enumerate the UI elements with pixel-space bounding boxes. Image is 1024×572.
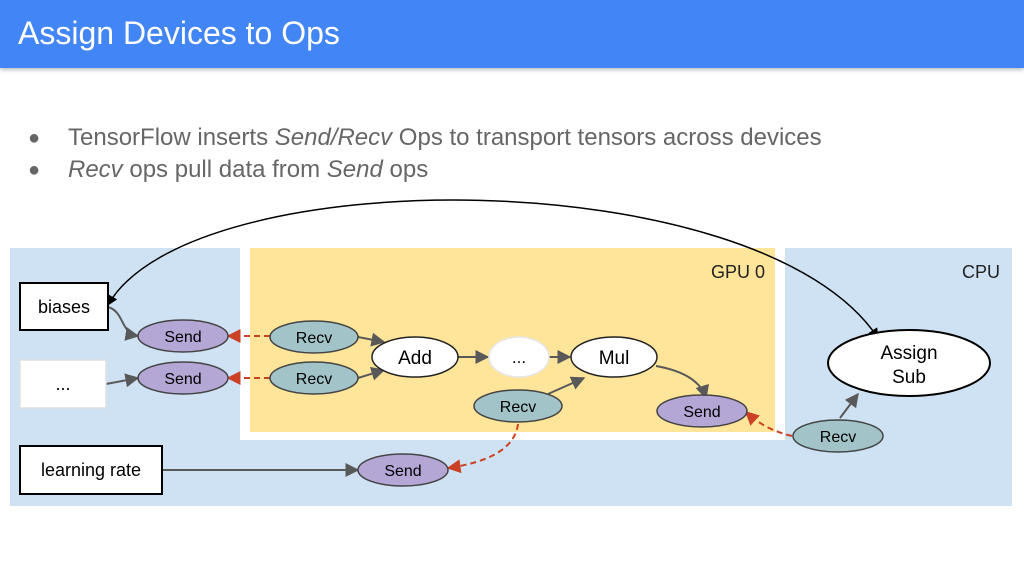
recv-op-result-label: Recv xyxy=(820,429,856,446)
assign-sub-op-label-line1: Assign xyxy=(880,343,937,364)
recv-op-biases-label: Recv xyxy=(296,330,332,347)
variable-biases xyxy=(19,282,109,331)
gpu-label: GPU 0 xyxy=(711,262,765,282)
edge-ellipsis-to-send xyxy=(105,373,140,388)
bullet-dot-icon: ● xyxy=(28,127,41,149)
send-op-learning-rate xyxy=(357,453,449,487)
mul-op-label: Mul xyxy=(599,348,630,369)
recv-op-ellipsis xyxy=(269,361,359,395)
send-op-ellipsis xyxy=(137,361,229,395)
ellipsis-op xyxy=(488,336,550,378)
bullet-text-part: Ops to transport tensors across devices xyxy=(392,124,822,151)
bullet-text-part: Send xyxy=(326,156,383,183)
variable-ellipsis xyxy=(19,359,107,409)
variable-learning-rate xyxy=(19,445,163,495)
send-op-ellipsis-label: Send xyxy=(164,371,201,388)
bullet-text-part: Recv xyxy=(68,156,123,183)
recv-op-learning-rate xyxy=(473,389,563,423)
bullet-text-part: ops pull data from xyxy=(122,156,327,183)
bullet-text-part: TensorFlow inserts xyxy=(68,124,275,151)
add-op xyxy=(371,336,459,378)
add-op-label: Add xyxy=(398,348,432,369)
variable-ellipsis-label: ... xyxy=(55,374,70,394)
assign-sub-op xyxy=(827,329,991,397)
bullet-dot-icon: ● xyxy=(28,159,41,181)
recv-op-biases xyxy=(269,320,359,354)
edge-recv-to-assign-sub xyxy=(839,392,859,419)
edge-assign-sub-update-loop xyxy=(107,199,879,339)
send-op-result-label: Send xyxy=(683,404,720,421)
ellipsis-op-label: ... xyxy=(512,348,526,367)
variable-learning-rate-label: learning rate xyxy=(41,460,141,480)
send-op-biases-label: Send xyxy=(164,329,201,346)
bullet-item: ● Recv ops pull data from Send ops xyxy=(28,154,822,186)
bullet-item: ● TensorFlow inserts Send/Recv Ops to tr… xyxy=(28,122,822,154)
send-op-result xyxy=(656,394,748,428)
edge-recv-to-add xyxy=(357,367,386,381)
send-op-learning-rate-label: Send xyxy=(384,463,421,480)
recv-op-ellipsis-label: Recv xyxy=(296,371,332,388)
bullet-list: ● TensorFlow inserts Send/Recv Ops to tr… xyxy=(28,122,822,186)
mul-op xyxy=(570,336,658,378)
bullet-text-part: ops xyxy=(382,156,429,183)
edge-recv-to-mul xyxy=(547,376,586,395)
title-bar: Assign Devices to Ops xyxy=(0,0,1024,68)
variable-biases-label: biases xyxy=(38,297,90,317)
bullet-text-part: Send/Recv xyxy=(274,124,393,151)
recv-op-result xyxy=(792,419,884,453)
assign-sub-op-label-line2: Sub xyxy=(892,367,926,388)
cross-device-arrow xyxy=(744,411,793,437)
cpu-label: CPU xyxy=(962,262,1000,282)
send-op-biases xyxy=(137,319,229,353)
recv-op-learning-rate-label: Recv xyxy=(500,399,536,416)
slide-title: Assign Devices to Ops xyxy=(18,15,340,51)
